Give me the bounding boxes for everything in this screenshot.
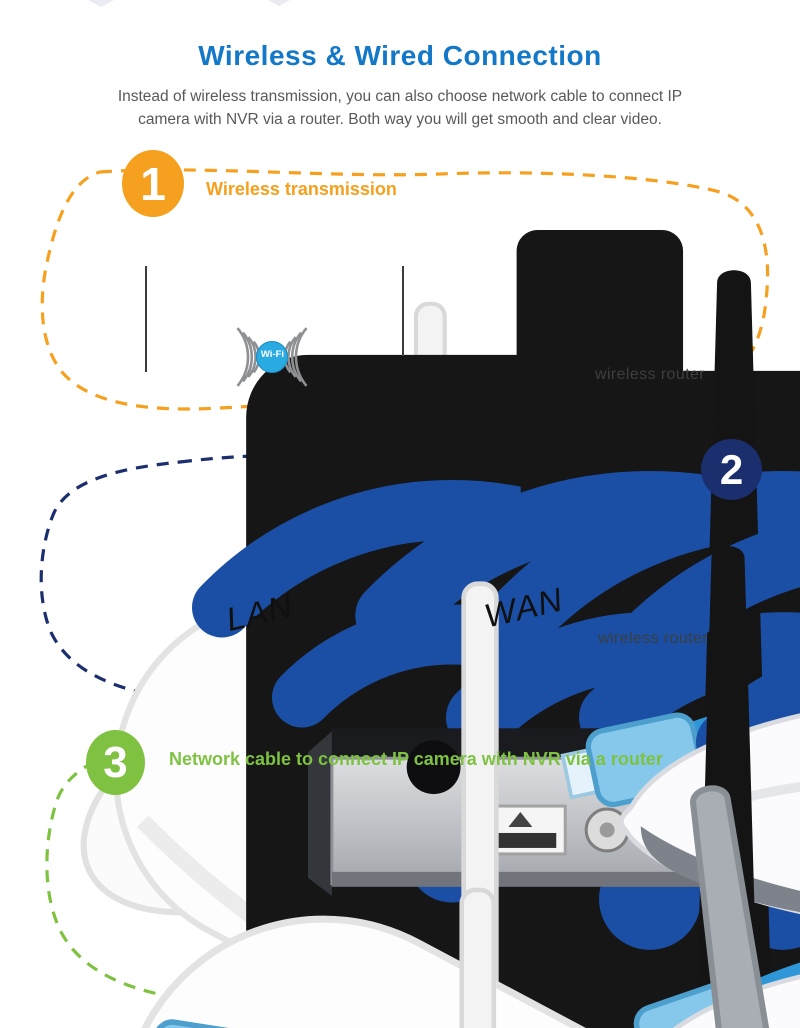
wireless-router-label: wireless router xyxy=(597,630,709,647)
wireless-router-label: wireless router xyxy=(594,366,706,383)
wifi-badge-icon xyxy=(256,341,288,373)
section2-number-badge: 2 xyxy=(701,439,762,500)
page-title: Wireless & Wired Connection xyxy=(198,40,602,71)
section3-title: Network cable to connect IP camera with … xyxy=(169,749,663,769)
section3-number-badge: 3 xyxy=(86,730,145,795)
decorative-mark xyxy=(88,0,114,7)
section1-number-badge: 1 xyxy=(122,150,184,217)
wifi-badge-waves xyxy=(236,327,308,387)
subtitle-line2: camera with NVR via a router. Both way y… xyxy=(138,111,662,128)
subtitle-line1: Instead of wireless transmission, you ca… xyxy=(117,88,683,105)
section1-title: Wireless transmission xyxy=(206,179,397,199)
decorative-mark xyxy=(268,0,290,6)
wifi-badge-label: Wi-Fi xyxy=(260,349,285,360)
